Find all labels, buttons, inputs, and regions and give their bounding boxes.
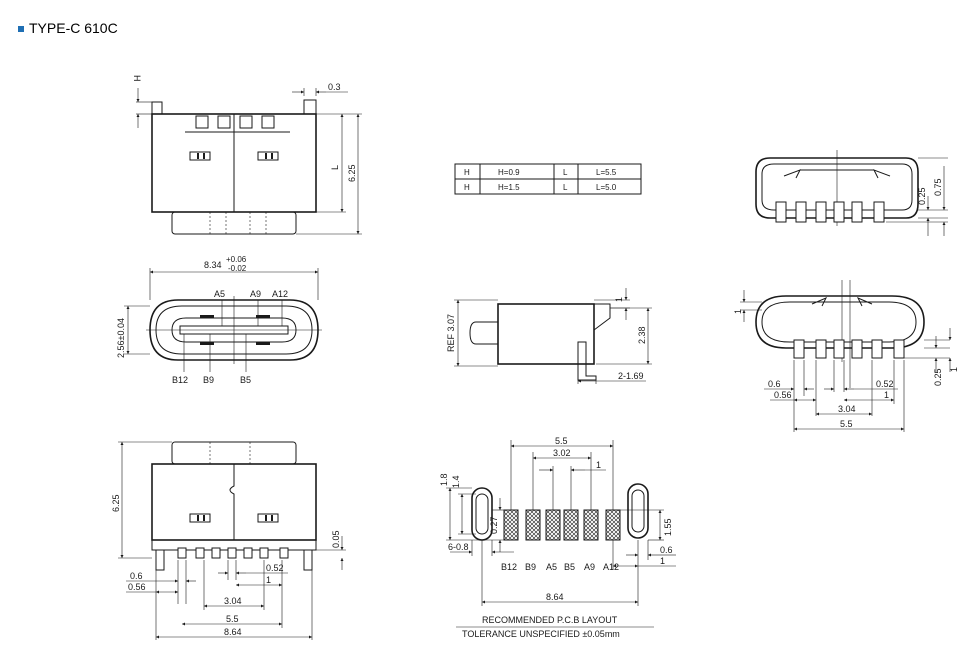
profile-dim-1: 1 [614,297,624,302]
table-cell-r2c2: H=1.5 [498,183,520,192]
table-cell-r1c2: H=0.9 [498,168,520,177]
side-view: H 0.3 L 6.25 [132,75,362,235]
table-cell-r2c3: L [563,183,568,192]
pin-label-b5: B5 [240,375,251,385]
side-dim-625: 6.25 [347,164,357,182]
pcb-pad-b12: B12 [501,562,517,572]
front-height-dim: 2.56±0.04 [116,318,126,358]
pin-label-b12: B12 [172,375,188,385]
table-cell-r1c1: H [464,168,470,177]
pcb-pad-a12: A12 [603,562,619,572]
pin-label-a12: A12 [272,289,288,299]
pcb-pad-a5: A5 [546,562,557,572]
front-view: 8.34 +0.06 -0.02 2.56±0.04 A5 A9 A12 B12… [116,255,322,385]
pcb-dim-1: 1 [596,460,601,470]
end2-dim-55: 5.5 [840,419,853,429]
end-dim-075: 0.75 [933,178,943,196]
profile-dim-169: 2-1.69 [618,371,644,381]
pcb-tolerance: TOLERANCE UNSPECIFIED ±0.05mm [462,629,620,639]
front-tol-minus: -0.02 [228,264,247,273]
bottom-dim-304: 3.04 [224,596,242,606]
profile-view: REF 3.07 1 2.38 2-1.69 [446,288,652,384]
end2-dim-052: 0.52 [876,379,894,389]
front-width-dim: 8.34 [204,260,222,270]
pcb-dim-864: 8.64 [546,592,564,602]
pcb-pad-a9: A9 [584,562,595,572]
profile-ref-307: REF 3.07 [446,314,456,352]
front-tol-plus: +0.06 [226,255,247,264]
end2-dim-304: 3.04 [838,404,856,414]
page-title: TYPE-C 610C [29,20,118,36]
pcb-dim-18: 1.8 [439,473,449,486]
pcb-dim-608: 6-0.8 [448,542,469,552]
end-view: 0.25 0.75 [755,150,948,236]
pin-label-a9: A9 [250,289,261,299]
bottom-dim-1: 1 [266,575,271,585]
dimension-table: H H=0.9 L L=5.5 H H=1.5 L L=5.0 [454,163,642,195]
pcb-dim-302: 3.02 [553,448,571,458]
profile-dim-238: 2.38 [637,326,647,344]
pin-label-a5: A5 [214,289,225,299]
pcb-dim-06: 0.6 [660,545,673,555]
pcb-dim-155: 1.55 [663,518,673,536]
table-cell-r1c3: L [563,168,568,177]
end2-dim-1-left: 1 [733,309,743,314]
side-h-label: H [132,75,142,82]
pcb-layout: 5.5 3.02 1 1.8 1.4 0.27 1.55 6-0.8 [439,436,676,639]
side-dim-03: 0.3 [328,82,341,92]
end2-dim-1-right: 1 [949,367,959,372]
bottom-dim-005: 0.05 [331,530,341,548]
title-bullet [18,26,24,32]
pcb-dim-027: 0.27 [489,516,499,534]
end2-dim-06: 0.6 [768,379,781,389]
end2-dim-1b: 1 [884,390,889,400]
end2-dim-025: 0.25 [933,368,943,386]
bottom-dim-056: 0.56 [128,582,146,592]
pcb-pad-b9: B9 [525,562,536,572]
end2-dim-056: 0.56 [774,390,792,400]
pcb-caption: RECOMMENDED P.C.B LAYOUT [482,615,618,625]
pin-label-b9: B9 [203,375,214,385]
table-cell-r2c4: L=5.0 [596,183,617,192]
pcb-dim-14: 1.4 [451,475,461,488]
table-cell-r1c4: L=5.5 [596,168,617,177]
end-view-2: 1 0.25 1 0.6 0.52 0.56 1 3.04 [733,280,959,432]
side-l-label: L [330,165,340,170]
pcb-pad-b5: B5 [564,562,575,572]
pcb-dim-1b: 1 [660,556,665,566]
bottom-dim-052: 0.52 [266,563,284,573]
end-dim-025: 0.25 [917,187,927,205]
bottom-dim-06: 0.6 [130,571,143,581]
bottom-dim-864: 8.64 [224,627,242,637]
pcb-dim-55: 5.5 [555,436,568,446]
table-cell-r2c1: H [464,183,470,192]
bottom-view: 6.25 0.05 0.6 0.52 0.56 1 3.04 5.5 8 [111,441,346,640]
bottom-dim-625: 6.25 [111,494,121,512]
bottom-dim-55: 5.5 [226,614,239,624]
